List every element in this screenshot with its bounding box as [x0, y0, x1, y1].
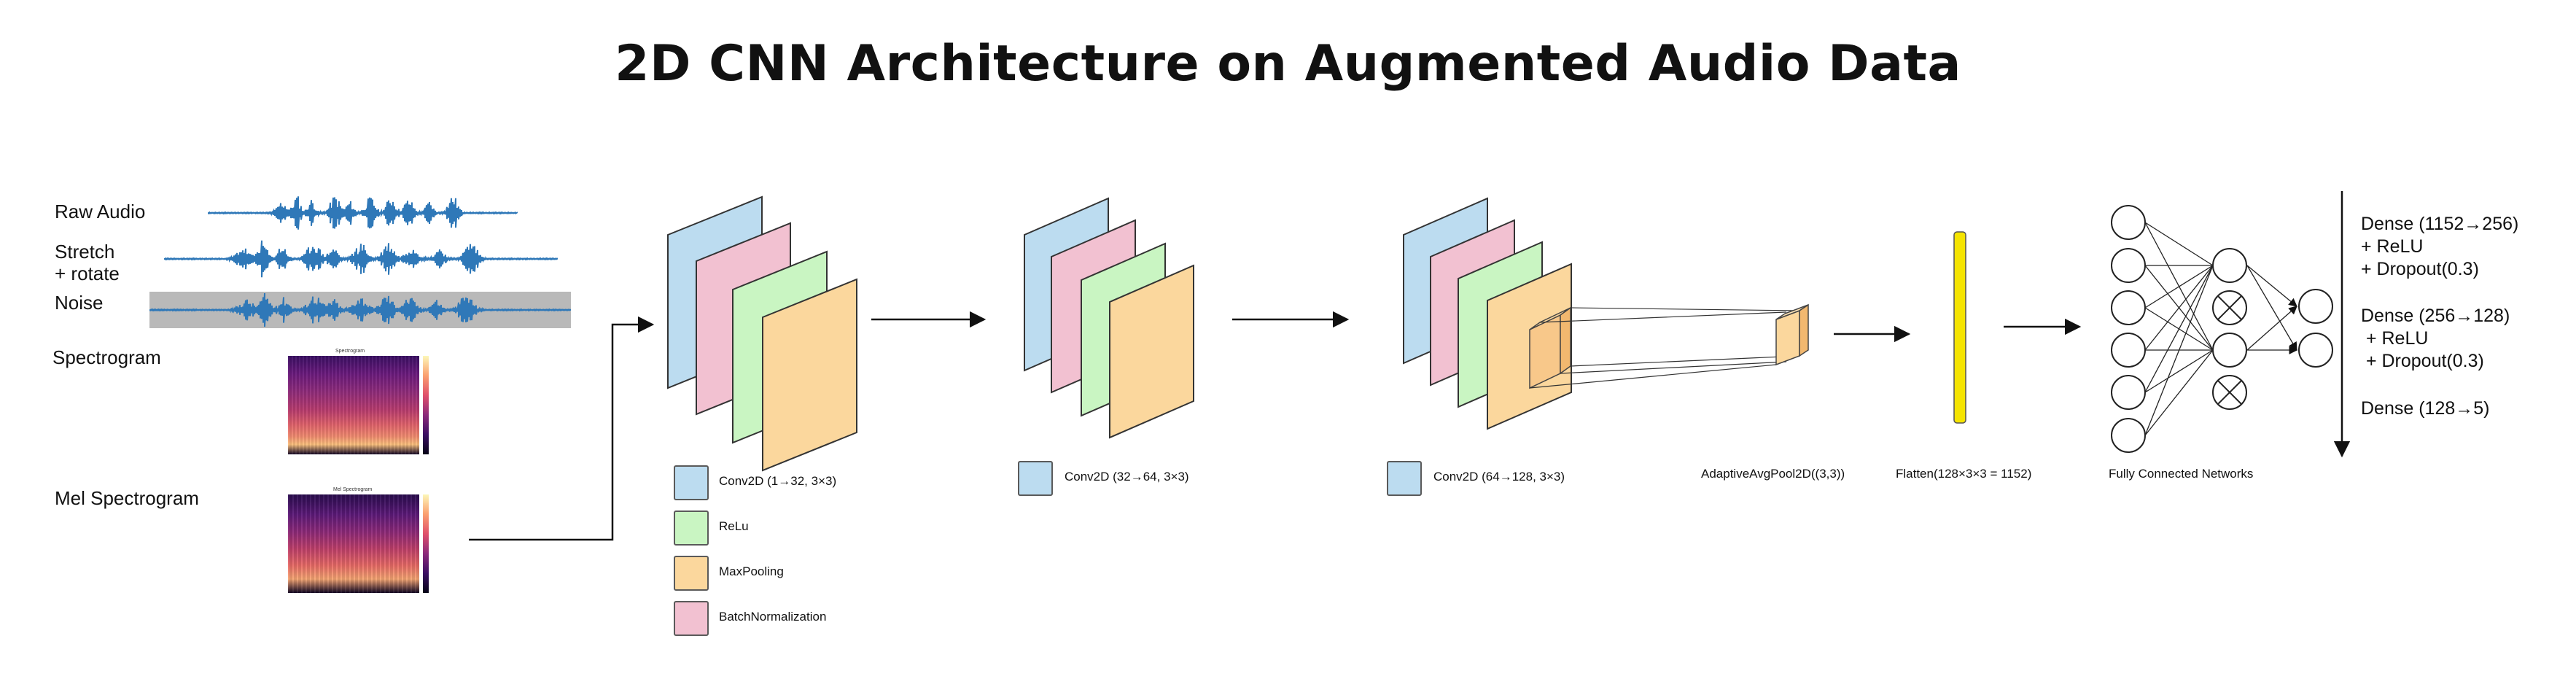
stretch-waveform — [164, 240, 558, 278]
fc-input-neuron — [2111, 290, 2146, 325]
legend-swatch-relu — [674, 511, 709, 546]
pool-projection-line — [1539, 311, 1787, 323]
block2-label: Conv2D (32→64, 3×3) — [1065, 470, 1189, 484]
pool-label: AdaptiveAvgPool2D((3,3)) — [1701, 467, 1845, 481]
fc-output-neuron — [2298, 289, 2333, 324]
legend-label-relu: ReLu — [719, 519, 749, 533]
legend-swatch-conv — [674, 465, 709, 500]
mel-spectrogram-heatmap — [288, 494, 419, 593]
pool-projection-line — [1570, 355, 1800, 367]
block2-swatch — [1018, 461, 1053, 496]
block1-maxpool-layer — [762, 278, 857, 472]
fc-input-neuron — [2111, 375, 2146, 410]
mel-colorbar — [423, 494, 429, 593]
legend-swatch-maxpool — [674, 556, 709, 591]
fc-output-neuron — [2298, 333, 2333, 368]
fc-dropout-neuron — [2212, 375, 2247, 410]
label-noise: Noise — [55, 292, 104, 314]
adaptive-avgpool-output — [1775, 303, 1809, 366]
legend-swatch-batchnorm — [674, 601, 709, 636]
legend-label-batchnorm: BatchNormalization — [719, 610, 827, 624]
label-stretch-rotate: Stretch + rotate — [55, 241, 120, 284]
spectrogram-heatmap — [288, 356, 419, 454]
label-mel-spectrogram: Mel Spectrogram — [55, 487, 199, 509]
fc-hidden-neuron — [2212, 333, 2247, 368]
mel-spectrogram-plot: Mel Spectrogram — [266, 487, 445, 604]
fc-input-neuron — [2111, 333, 2146, 368]
label-spectrogram: Spectrogram — [52, 346, 161, 368]
pool-projection-line — [1529, 364, 1777, 389]
fc-hidden-neuron — [2212, 248, 2247, 283]
pool-projection-line — [1560, 361, 1787, 374]
spectrogram-colorbar — [423, 356, 429, 454]
legend-label-maxpool: MaxPooling — [719, 564, 784, 578]
diagram-title: 2D CNN Architecture on Augmented Audio D… — [615, 35, 1961, 93]
fc-network — [2111, 205, 2333, 453]
spectrogram-plot-title: Spectrogram — [335, 349, 365, 354]
fc-input-neuron — [2111, 205, 2146, 240]
dense-layer-1-text: Dense (1152→256) + ReLU + Dropout(0.3) — [2361, 214, 2519, 279]
fc-label: Fully Connected Networks — [2109, 467, 2254, 481]
input-connector — [469, 316, 655, 541]
fc-input-neuron — [2111, 418, 2146, 453]
pool-projection-line — [1570, 307, 1800, 311]
mel-plot-title: Mel Spectrogram — [333, 487, 373, 492]
legend-label-conv: Conv2D (1→32, 3×3) — [719, 474, 837, 488]
block2-maxpool-layer — [1109, 264, 1194, 439]
label-raw-audio: Raw Audio — [55, 201, 146, 222]
raw-audio-waveform — [208, 196, 518, 230]
noise-waveform — [149, 292, 571, 327]
fc-connections — [2144, 222, 2298, 436]
block3-swatch — [1387, 461, 1422, 496]
flatten-bar — [1953, 231, 1966, 424]
flatten-label: Flatten(128×3×3 = 1152) — [1896, 467, 2032, 481]
fc-input-neuron — [2111, 248, 2146, 283]
spectrogram-plot: Spectrogram — [266, 349, 445, 465]
block3-label: Conv2D (64→128, 3×3) — [1433, 470, 1565, 484]
dense-layer-2-text: Dense (256→128) + ReLU + Dropout(0.3) — [2361, 306, 2510, 371]
conv-block-2 — [1024, 197, 1194, 439]
conv-block-3 — [1403, 197, 1800, 430]
fc-dropout-neuron — [2212, 290, 2247, 325]
dense-layer-3-text: Dense (128→5) — [2361, 398, 2490, 419]
conv-block-1 — [667, 195, 857, 472]
